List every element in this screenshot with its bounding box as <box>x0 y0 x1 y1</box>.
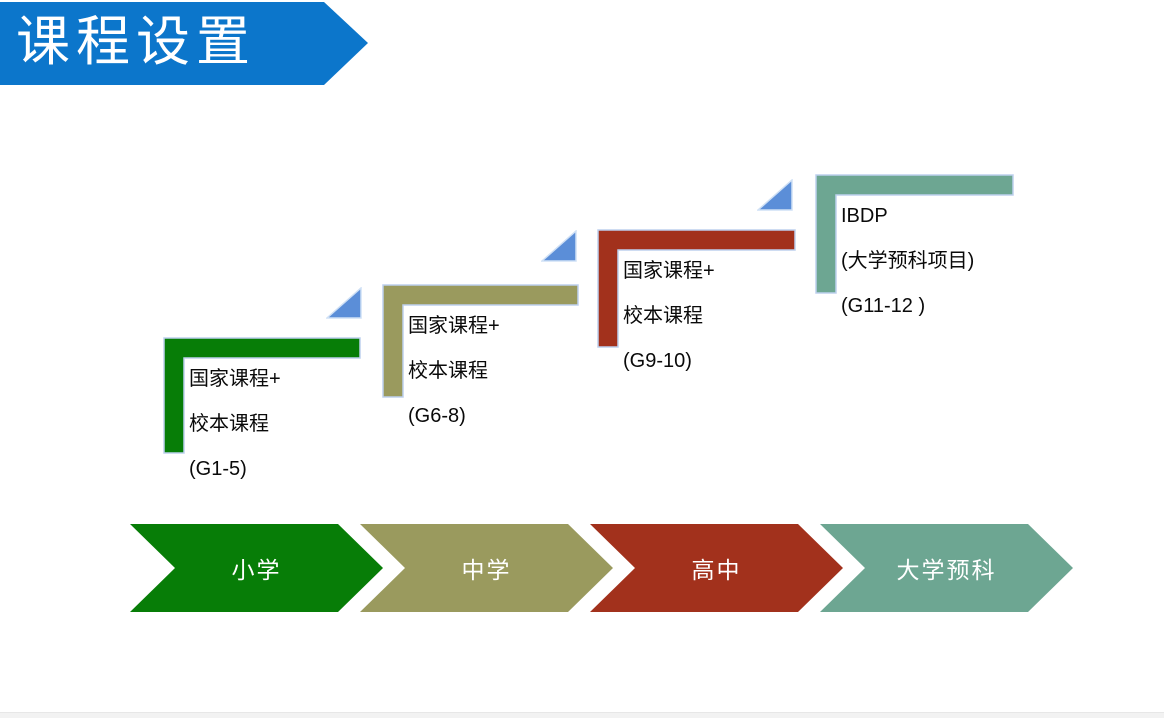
step-bracket-high-shape <box>597 229 796 348</box>
step-text-primary: 国家课程+ 校本课程 (G1-5) <box>189 357 281 492</box>
step-bracket-primary-shape <box>163 337 361 454</box>
step-text-line: 校本课程 <box>623 305 703 327</box>
triangle-shape <box>541 230 577 262</box>
step-bracket-middle <box>382 284 579 398</box>
chevron-high-shape <box>590 524 843 612</box>
step-bracket-primary <box>163 337 361 454</box>
bottom-strip <box>0 712 1164 718</box>
step-bracket-middle-shape <box>382 284 579 398</box>
step-text-high: 国家课程+ 校本课程 (G9-10) <box>623 249 715 384</box>
step-bracket-prep-shape <box>815 174 1014 294</box>
step-text-line: (G1-5) <box>189 458 247 480</box>
chevron-prep-shape <box>820 524 1073 612</box>
step-text-line: 校本课程 <box>408 360 488 382</box>
chevron-primary <box>130 524 383 612</box>
step-bracket-prep <box>815 174 1014 294</box>
page-title: 课程设置 <box>16 12 256 72</box>
step-text-line: 国家课程+ <box>408 315 500 337</box>
step-up-triangle-icon <box>757 179 793 211</box>
step-text-middle: 国家课程+ 校本课程 (G6-8) <box>408 304 500 439</box>
step-text-line: 国家课程+ <box>189 368 281 390</box>
step-up-triangle-icon <box>541 230 577 262</box>
chevron-prep <box>820 524 1073 612</box>
step-up-triangle-icon <box>326 287 362 319</box>
step-text-line: (G9-10) <box>623 350 692 372</box>
step-text-line: 校本课程 <box>189 413 269 435</box>
step-text-line: IBDP <box>841 205 888 227</box>
step-text-prep: IBDP (大学预科项目) (G11-12 ) <box>841 194 974 329</box>
chevron-middle-shape <box>360 524 613 612</box>
step-text-line: (大学预科项目) <box>841 250 975 272</box>
triangle-shape <box>757 179 793 211</box>
chevron-high <box>590 524 843 612</box>
title-banner <box>0 2 368 85</box>
step-bracket-high <box>597 229 796 348</box>
triangle-shape <box>326 287 362 319</box>
chevron-primary-shape <box>130 524 383 612</box>
step-text-line: (G11-12 ) <box>841 295 926 317</box>
step-text-line: (G6-8) <box>408 405 466 427</box>
title-banner-shape <box>0 2 368 85</box>
step-text-line: 国家课程+ <box>623 260 715 282</box>
chevron-middle <box>360 524 613 612</box>
